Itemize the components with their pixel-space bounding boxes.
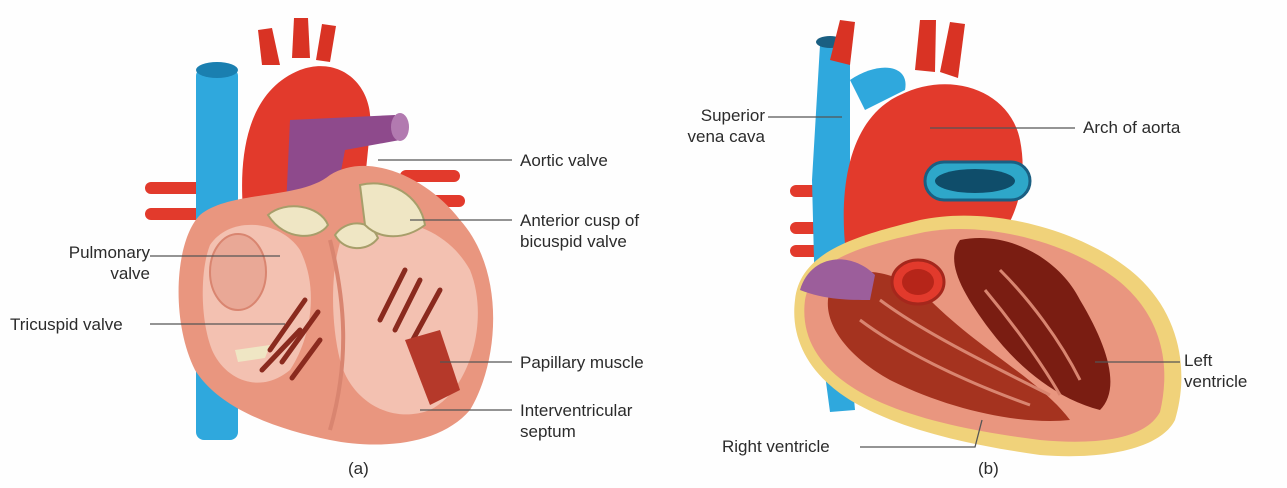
label-tricuspid-valve: Tricuspid valve bbox=[10, 314, 123, 335]
label-aortic-valve: Aortic valve bbox=[520, 150, 608, 171]
aortic-branch bbox=[292, 18, 310, 58]
label-arch-of-aorta: Arch of aorta bbox=[1083, 117, 1180, 138]
aortic-root-lumen bbox=[902, 269, 934, 295]
aortic-branch bbox=[258, 28, 280, 65]
vena-cava-opening bbox=[196, 62, 238, 78]
heart-a-illustration bbox=[145, 18, 493, 445]
aortic-branch bbox=[915, 20, 936, 72]
label-anterior-cusp: Anterior cusp of bicuspid valve bbox=[520, 210, 639, 252]
caption-a: (a) bbox=[348, 458, 369, 479]
label-superior-vena-cava: Superior vena cava bbox=[650, 105, 765, 147]
label-left-ventricle: Left ventricle bbox=[1184, 350, 1247, 392]
label-right-ventricle: Right ventricle bbox=[722, 436, 830, 457]
pulmonary-trunk-opening bbox=[391, 113, 409, 141]
label-pulmonary-valve: Pulmonary valve bbox=[40, 242, 150, 284]
pulmonary-artery-lumen bbox=[935, 169, 1015, 193]
aortic-branch bbox=[940, 22, 965, 78]
right-atrium-wall bbox=[210, 234, 266, 310]
label-papillary-muscle: Papillary muscle bbox=[520, 352, 644, 373]
caption-b: (b) bbox=[978, 458, 999, 479]
aortic-branch bbox=[316, 24, 336, 62]
label-interventricular-septum: Interventricular septum bbox=[520, 400, 632, 442]
heart-b-illustration bbox=[790, 20, 1181, 456]
